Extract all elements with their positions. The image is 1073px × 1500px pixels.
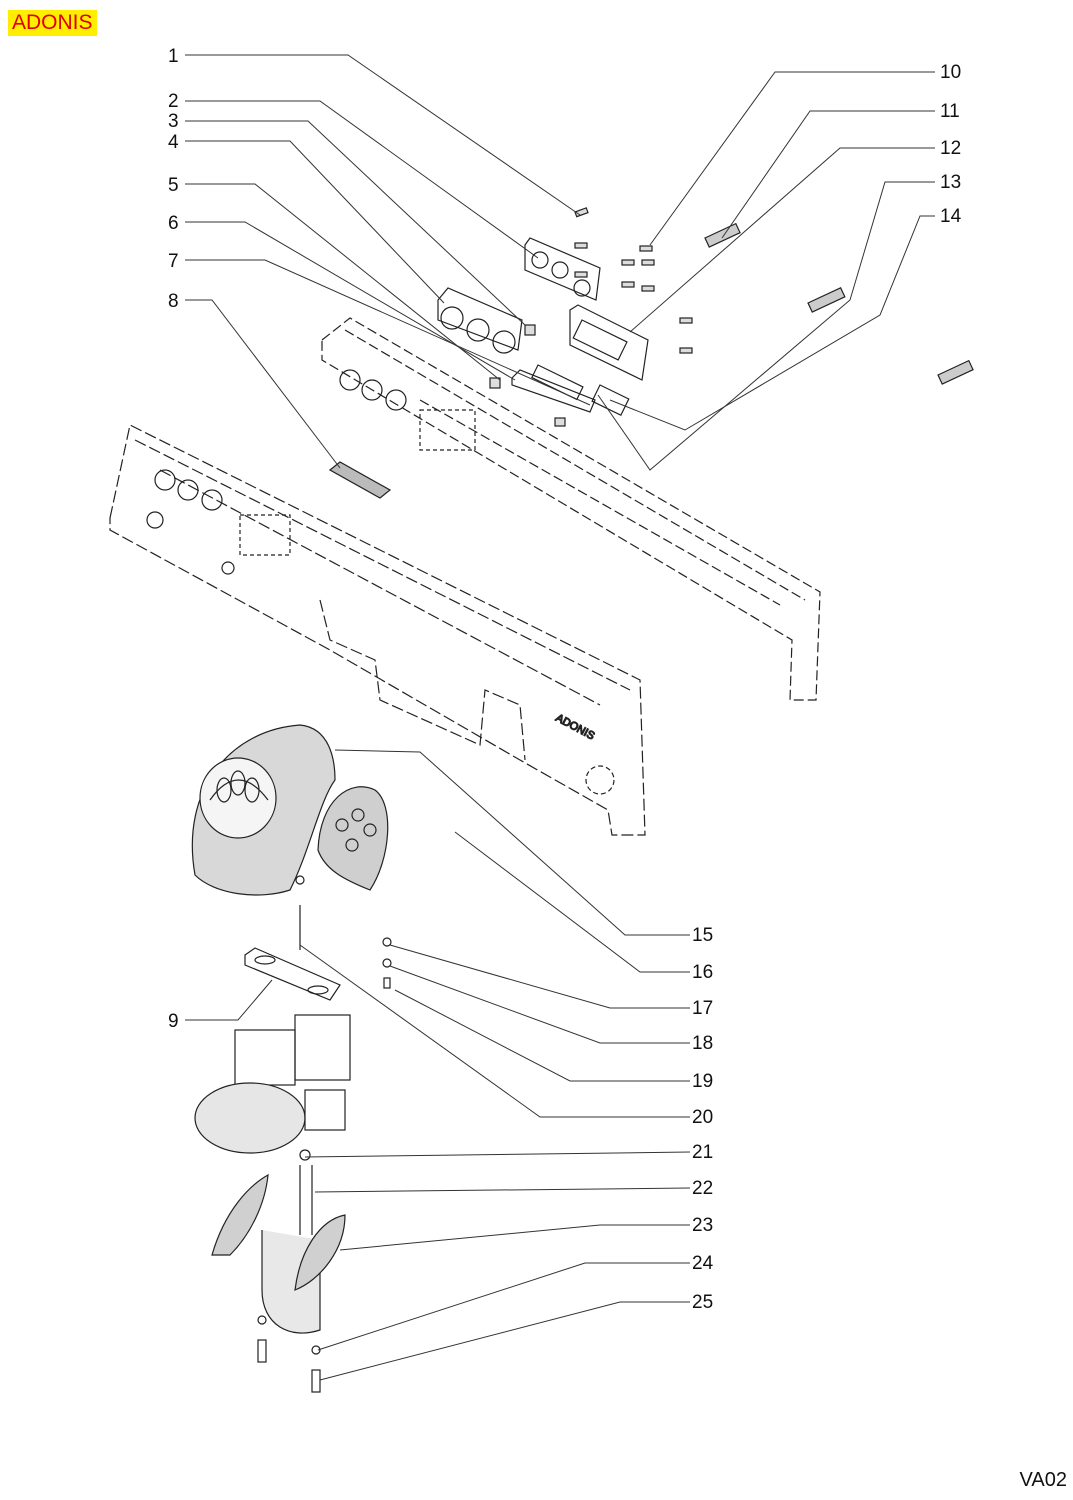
callout-5: 5 — [168, 175, 179, 196]
callout-9: 9 — [168, 1011, 179, 1032]
callout-10: 10 — [940, 62, 961, 83]
callout-15: 15 — [692, 925, 713, 946]
callout-19: 19 — [692, 1071, 713, 1092]
knob-bezel — [437, 287, 523, 354]
callout-21: 21 — [692, 1142, 713, 1163]
callout-14: 14 — [940, 206, 962, 227]
rod-parts — [704, 222, 974, 385]
dispensing-group — [211, 1165, 346, 1334]
callout-3: 3 — [168, 111, 179, 132]
cup-warmer-cover — [191, 724, 336, 896]
model-tag: ADONIS — [8, 10, 97, 36]
callout-23: 23 — [692, 1215, 713, 1236]
callout-6: 6 — [168, 213, 179, 234]
callout-labels: 1 2 3 4 5 6 7 8 9 10 11 12 13 14 15 16 1… — [168, 46, 962, 1313]
callout-22: 22 — [692, 1178, 713, 1199]
control-panel-front-knob-holes — [146, 469, 615, 795]
display-lens — [328, 461, 392, 499]
control-pad — [317, 786, 389, 891]
callout-20: 20 — [692, 1107, 713, 1128]
lcd-display — [569, 304, 649, 381]
callout-7: 7 — [168, 251, 179, 272]
mounting-bracket — [244, 947, 341, 1001]
callout-12: 12 — [940, 138, 961, 159]
connector-block — [591, 384, 630, 417]
switch-board — [524, 237, 601, 301]
callout-2: 2 — [168, 91, 179, 112]
callout-17: 17 — [692, 998, 713, 1019]
fastener-pins — [489, 207, 693, 427]
page-code: VA02 — [1019, 1469, 1067, 1491]
callout-13: 13 — [940, 172, 961, 193]
control-panel-rear — [321, 317, 821, 701]
callout-4: 4 — [168, 132, 179, 153]
leader-lines — [185, 54, 935, 1381]
pump-valve-assembly — [194, 905, 351, 1154]
callout-1: 1 — [168, 46, 179, 67]
callout-24: 24 — [692, 1253, 714, 1274]
callout-8: 8 — [168, 291, 179, 312]
control-panel-front — [109, 424, 646, 836]
washers-screws — [257, 875, 392, 1393]
callout-16: 16 — [692, 962, 713, 983]
callout-18: 18 — [692, 1033, 713, 1054]
panel-brand-text: ADONIS — [554, 712, 597, 742]
control-panel-rear-knob-holes — [339, 369, 476, 451]
callout-25: 25 — [692, 1292, 713, 1313]
callout-11: 11 — [940, 101, 960, 122]
